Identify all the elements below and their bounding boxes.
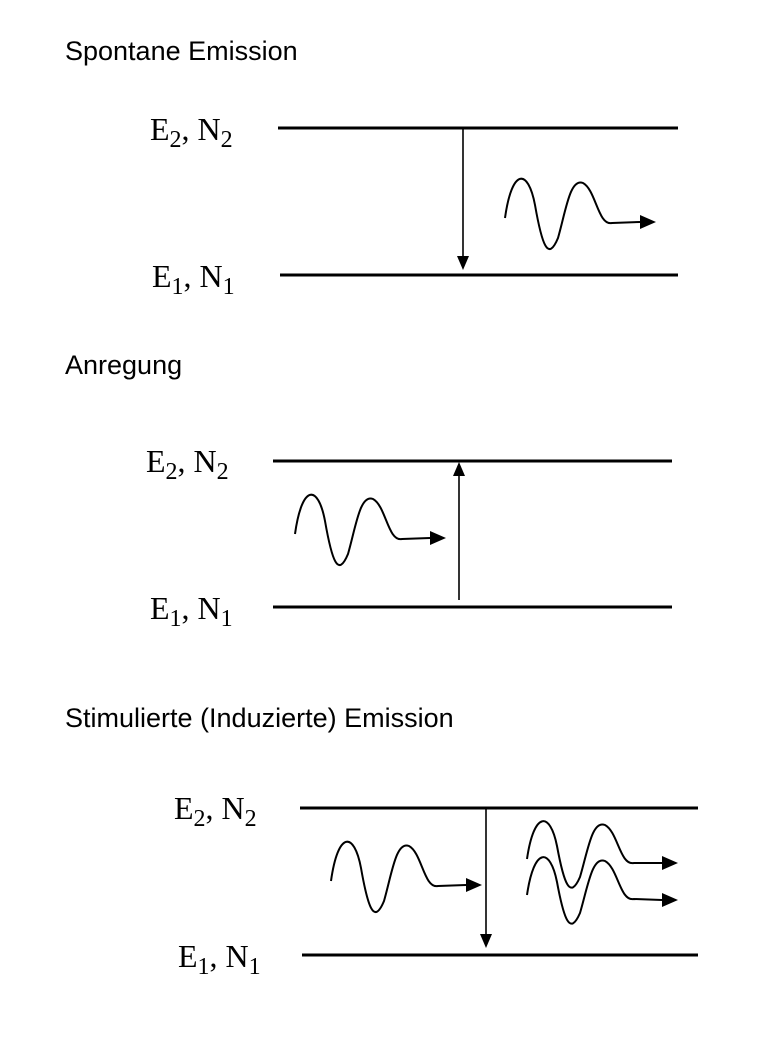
energy-symbol: E — [150, 111, 170, 147]
energy-subscript: 2 — [170, 127, 182, 153]
section-title: Spontane Emission — [65, 36, 298, 66]
section-title: Anregung — [65, 350, 182, 380]
label-separator: , — [178, 443, 194, 479]
population-symbol: N — [222, 790, 245, 826]
arrowhead-icon — [640, 215, 656, 229]
section-title: Stimulierte (Induzierte) Emission — [65, 703, 454, 733]
section-spontaneous-emission: Spontane Emission E2, N2 E1, N1 — [65, 36, 678, 300]
lower-level-label: E1, N1 — [150, 590, 233, 632]
arrowhead-icon — [662, 893, 678, 907]
arrowhead-icon — [430, 531, 446, 545]
upper-level-label: E2, N2 — [174, 790, 257, 832]
population-symbol: N — [200, 258, 223, 294]
label-separator: , — [184, 258, 200, 294]
label-separator: , — [182, 111, 198, 147]
arrowhead-icon — [480, 934, 492, 948]
section-stimulated-emission: Stimulierte (Induzierte) Emission E2, N2… — [65, 703, 698, 980]
energy-symbol: E — [174, 790, 194, 826]
population-subscript: 2 — [221, 127, 233, 153]
population-symbol: N — [198, 590, 221, 626]
arrowhead-icon — [466, 878, 482, 892]
population-subscript: 2 — [245, 806, 257, 832]
energy-symbol: E — [178, 938, 198, 974]
energy-subscript: 1 — [198, 954, 210, 980]
upper-level-label: E2, N2 — [150, 111, 233, 153]
energy-symbol: E — [146, 443, 166, 479]
population-symbol: N — [198, 111, 221, 147]
lower-level-label: E1, N1 — [178, 938, 261, 980]
label-separator: , — [206, 790, 222, 826]
lower-level-label: E1, N1 — [152, 258, 235, 300]
incoming-photon-wave — [330, 840, 467, 914]
section-excitation: Anregung E2, N2 E1, N1 — [65, 350, 672, 632]
energy-subscript: 1 — [170, 606, 182, 632]
energy-subscript: 2 — [194, 806, 206, 832]
energy-symbol: E — [150, 590, 170, 626]
label-separator: , — [182, 590, 198, 626]
emitted-photon-wave-1 — [526, 820, 662, 889]
population-subscript: 2 — [217, 459, 229, 485]
population-symbol: N — [194, 443, 217, 479]
upper-level-label: E2, N2 — [146, 443, 229, 485]
population-subscript: 1 — [221, 606, 233, 632]
population-subscript: 1 — [223, 274, 235, 300]
emitted-photon-wave-2 — [526, 856, 663, 925]
label-separator: , — [210, 938, 226, 974]
emitted-photon-wave — [504, 177, 641, 251]
energy-subscript: 2 — [166, 459, 178, 485]
absorbed-photon-wave — [294, 493, 431, 567]
arrowhead-icon — [662, 856, 678, 870]
population-subscript: 1 — [249, 954, 261, 980]
energy-symbol: E — [152, 258, 172, 294]
arrowhead-icon — [453, 462, 465, 476]
population-symbol: N — [226, 938, 249, 974]
arrowhead-icon — [457, 256, 469, 270]
energy-subscript: 1 — [172, 274, 184, 300]
